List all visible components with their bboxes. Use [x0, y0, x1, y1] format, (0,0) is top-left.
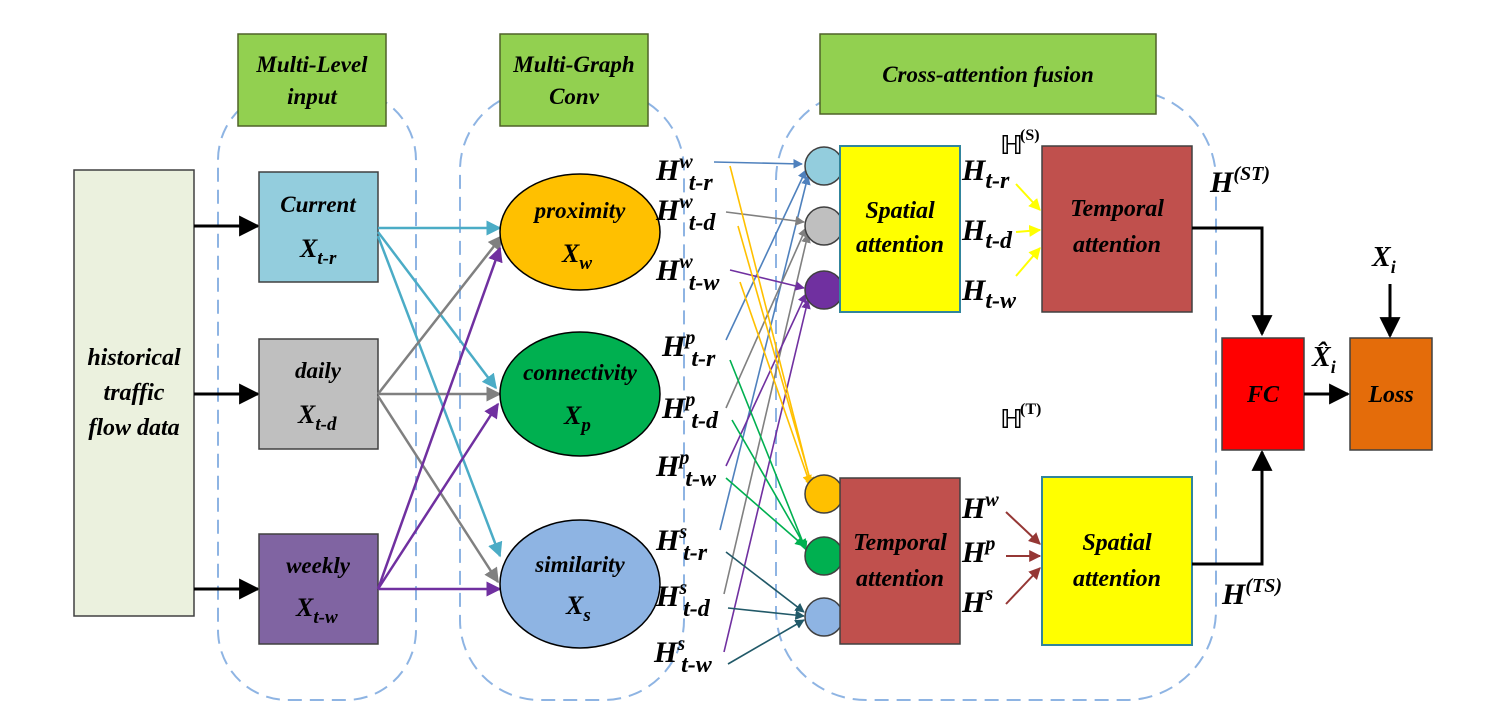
connectivity-node: [499, 331, 661, 457]
multi-graph-header-line1: Multi-Graph: [512, 52, 634, 77]
lower-spatial-label-line1: Spatial: [1082, 530, 1152, 556]
lower-hs-label: Hs: [961, 583, 993, 619]
loss-box: [1349, 337, 1433, 451]
temporal-to-spatial-arrows: [1005, 511, 1042, 605]
connectivity-label: connectivity: [523, 360, 637, 385]
lower-spatial-label-line2: attention: [1073, 566, 1161, 592]
h-tw-label: Ht-w: [961, 274, 1017, 314]
h-s-symbol: ℍ: [1000, 131, 1023, 161]
cross-attention-group-outline: [775, 89, 1217, 701]
loss-label: Loss: [1367, 382, 1413, 408]
spatial-to-temporal-arrows: [1015, 183, 1042, 277]
fusion-circle-w-tr: [804, 146, 844, 186]
current-symbol: Xt-r: [299, 234, 337, 269]
fc-label: FC: [1246, 382, 1280, 408]
input-to-graph-arrows: [376, 220, 503, 597]
multi-graph-header-line2: Conv: [549, 84, 600, 109]
proximity-node: [499, 173, 661, 291]
lower-hp-label: Hp: [961, 533, 995, 569]
h-to-fusion-arrows: [713, 159, 815, 665]
xhat-label: X̂i: [1311, 341, 1336, 377]
h-t-symbol: ℍ: [1000, 405, 1023, 435]
fusion-circle-w-td: [804, 206, 844, 246]
daily-symbol: Xt-d: [297, 400, 337, 435]
proximity-symbol: Xw: [561, 239, 592, 274]
daily-input-box: [258, 338, 379, 450]
upper-temporal-label-line2: attention: [1073, 232, 1161, 258]
upper-spatial-label-line2: attention: [856, 232, 944, 258]
lower-hw-label: Hw: [961, 489, 999, 525]
weekly-label: weekly: [286, 553, 351, 578]
current-label: Current: [280, 192, 356, 217]
connectivity-symbol: Xp: [563, 401, 591, 436]
h-st-label: H(ST): [1209, 163, 1270, 199]
historical-label-line1: historical: [87, 345, 181, 371]
multi-level-header-box: [237, 33, 387, 127]
multi-level-header-line2: input: [287, 84, 337, 109]
arrow-temporal-to-fc: [1192, 226, 1273, 337]
multi-level-header-line1: Multi-Level: [255, 52, 368, 77]
similarity-node: [499, 519, 661, 649]
cross-attention-header-box: [819, 33, 1157, 115]
upper-spatial-attention-box: [839, 145, 961, 313]
h-s-sup: (S): [1020, 127, 1040, 144]
daily-label: daily: [295, 358, 342, 383]
upper-spatial-label-line1: Spatial: [865, 198, 935, 224]
proximity-label: proximity: [533, 198, 627, 223]
similarity-label: similarity: [534, 552, 625, 577]
weekly-input-box: [258, 533, 379, 645]
historical-label-line3: flow data: [88, 415, 179, 441]
fusion-circle-w-tw: [804, 270, 844, 310]
weekly-symbol: Xt-w: [295, 593, 338, 628]
upper-temporal-attention-box: [1041, 145, 1193, 313]
lower-spatial-attention-box: [1041, 476, 1193, 646]
h-td-label: Ht-d: [961, 214, 1013, 254]
upper-temporal-label-line1: Temporal: [1070, 196, 1164, 222]
fc-box: [1221, 337, 1305, 451]
historical-label-line2: traffic: [104, 380, 165, 406]
multi-graph-header-box: [499, 33, 649, 127]
fusion-circle-similarity: [804, 597, 844, 637]
lower-temporal-label-line2: attention: [856, 566, 944, 592]
fusion-circle-proximity: [804, 474, 844, 514]
xi-label: Xi: [1371, 242, 1396, 277]
cross-attention-header: Cross-attention fusion: [882, 62, 1094, 87]
h-ts-label: H(TS): [1221, 575, 1282, 611]
similarity-symbol: Xs: [565, 591, 591, 626]
lower-temporal-attention-box: [839, 477, 961, 645]
current-input-box: [258, 171, 379, 283]
arrow-spatial-to-fc: [1192, 449, 1273, 566]
lower-temporal-label-line1: Temporal: [853, 530, 947, 556]
h-t-sup: (T): [1020, 401, 1041, 418]
h-tr-label: Ht-r: [961, 154, 1010, 194]
fusion-circle-connectivity: [804, 536, 844, 576]
